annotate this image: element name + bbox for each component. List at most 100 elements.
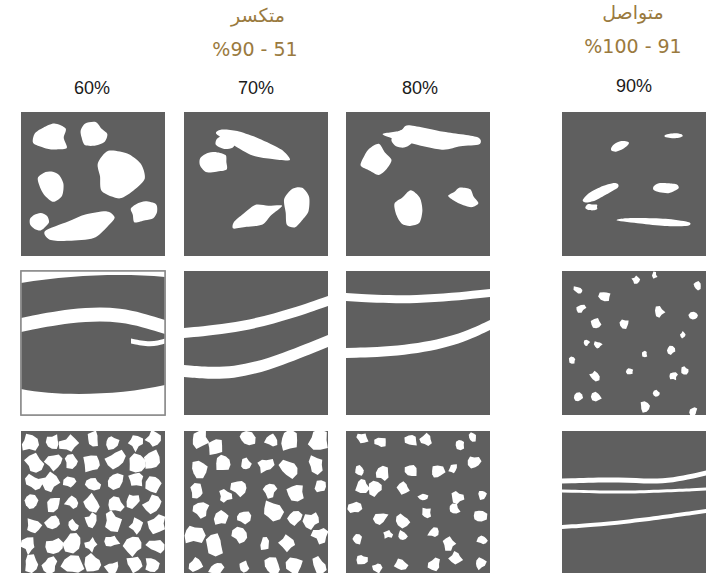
light-grain [669,372,678,380]
light-grain [108,473,124,490]
light-grain [240,431,256,445]
texture-square [346,112,490,256]
light-grain [347,502,362,513]
light-grain [680,331,686,338]
light-patch [611,141,629,152]
light-grain [65,454,78,469]
light-grain [237,511,251,524]
light-grain [145,540,164,553]
light-grain [128,435,143,452]
light-grain [190,483,202,498]
light-band [562,488,706,494]
light-grain [631,276,640,284]
group-heading: %90 - 51 [212,38,297,61]
light-grain [469,432,476,441]
light-grain [126,557,142,573]
light-grain [264,557,279,573]
light-band [562,471,706,484]
light-grain [456,440,464,450]
light-patch [38,171,64,201]
light-grain [422,508,431,519]
light-grain [376,466,389,481]
light-patch [216,129,290,160]
light-grain [108,496,124,511]
light-grain [25,494,39,509]
percent-label: 70% [238,78,274,100]
group-heading: متواصل [602,1,664,24]
light-grain [315,480,326,492]
light-grain [476,536,488,545]
texture-square [20,430,165,573]
light-grain [231,527,247,544]
light-grain [569,357,575,364]
light-grain [263,484,278,499]
light-grain [374,438,386,447]
light-grain [41,556,57,573]
light-grain [192,461,208,479]
light-grain [189,557,204,572]
light-band [184,296,328,338]
texture-square [21,271,165,415]
group-heading: %100 - 91 [584,35,681,58]
light-band [21,385,165,415]
light-patch [30,213,49,231]
light-grain [476,557,487,570]
texture-square [346,271,490,415]
light-grain [83,456,100,473]
light-grain [372,563,383,573]
light-grain [206,533,223,556]
light-grain [652,271,658,278]
light-band [21,271,165,283]
light-patch [44,211,114,241]
texture-square [184,271,328,415]
light-grain [144,450,160,469]
light-grain [598,292,610,301]
light-grain [474,511,488,522]
light-patch [394,190,422,226]
light-grain [208,439,222,455]
light-patch [617,218,691,226]
light-grain [123,537,142,557]
light-grain [398,530,408,540]
light-grain [397,481,410,495]
light-grain [419,433,432,446]
light-grain [216,455,230,470]
light-grain [129,453,145,472]
light-grain [576,305,586,313]
light-grain [287,511,303,526]
light-band [21,307,165,334]
light-grain [84,537,97,553]
light-grain [145,476,161,493]
light-grain [145,558,159,572]
light-grain [448,464,457,473]
light-patch [232,205,282,229]
light-grain [60,555,84,573]
light-patch [215,134,235,149]
light-grain [591,392,602,402]
light-patch [585,204,597,210]
light-grain [394,559,409,570]
light-grain [355,465,364,476]
light-band [184,335,328,379]
light-grain [62,533,80,553]
light-grain [193,431,210,449]
light-grain [689,407,697,416]
light-grain [193,502,210,519]
light-patch [583,183,619,202]
texture-square [184,429,328,573]
light-grain [356,555,367,564]
light-grain [219,489,232,503]
light-grain [145,430,161,447]
texture-square [562,431,706,573]
light-patch [284,187,310,227]
percent-label: 90% [616,76,652,98]
light-grain [356,433,368,443]
light-grain [355,479,370,493]
light-grain [27,518,42,533]
light-grain [311,528,329,544]
light-grain [127,495,140,509]
light-band [131,339,165,347]
light-grain [104,562,118,573]
light-grain [427,527,439,537]
